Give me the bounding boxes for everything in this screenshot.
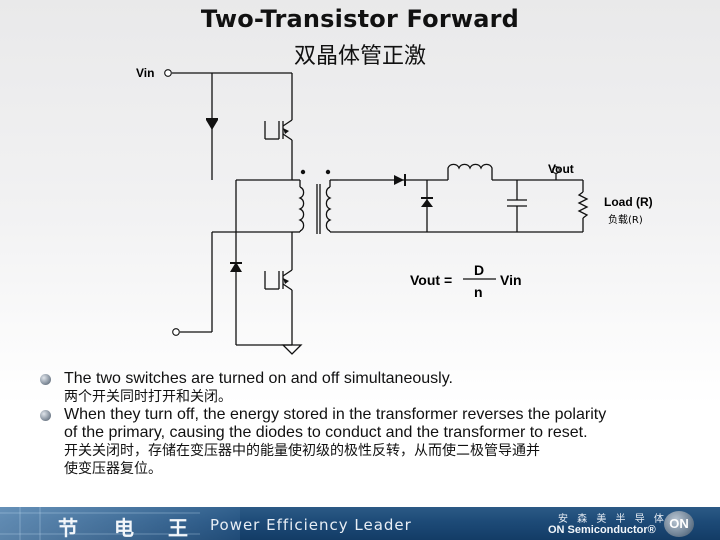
bullet-item: When they turn off, the energy stored in… <box>38 406 688 478</box>
bullet-icon <box>40 410 51 421</box>
footer-banner: 节 电 王 Power Efficiency Leader 安 森 美 半 导 … <box>0 507 720 540</box>
bullet-text-zh: 开关关闭时，存储在变压器中的能量使初级的极性反转，从而使二极管导通并 <box>64 443 540 459</box>
bullet-icon <box>40 374 51 385</box>
company-name-cn: 安 森 美 半 导 体 <box>558 514 667 525</box>
bullet-text-en: When they turn off, the energy stored in… <box>64 406 607 423</box>
bullet-list: The two switches are turned on and off s… <box>38 370 688 478</box>
bullet-text-zh: 使变压器复位。 <box>64 461 162 477</box>
bullet-text-zh: 两个开关同时打开和关闭。 <box>64 389 232 405</box>
circuit-diagram <box>164 69 589 355</box>
footer-char: 节 <box>58 516 78 540</box>
vout-label: Vout <box>548 162 574 176</box>
vin-label: Vin <box>136 66 155 80</box>
bullet-item: The two switches are turned on and off s… <box>38 370 688 406</box>
load-label: Load (R) <box>604 195 653 209</box>
formula-rhs: Vin <box>500 272 522 288</box>
load-label-zh: 负载(R) <box>608 215 643 226</box>
footer-decoration <box>0 507 200 540</box>
company-name-en: ON Semiconductor® <box>548 524 656 536</box>
slide-subtitle: 双晶体管正激 <box>293 44 426 69</box>
formula-lhs: Vout = <box>410 272 453 288</box>
formula-numerator: D <box>474 262 485 278</box>
bullet-text-en: of the primary, causing the diodes to co… <box>64 424 588 441</box>
on-logo-icon: ON <box>664 511 694 537</box>
bullet-text-en: The two switches are turned on and off s… <box>64 370 453 387</box>
formula-denominator: n <box>474 284 483 300</box>
footer-char: 王 <box>168 516 188 540</box>
slide-title: Two-Transistor Forward <box>200 5 520 33</box>
footer-tagline: Power Efficiency Leader <box>210 516 412 534</box>
footer-char: 电 <box>114 516 134 540</box>
